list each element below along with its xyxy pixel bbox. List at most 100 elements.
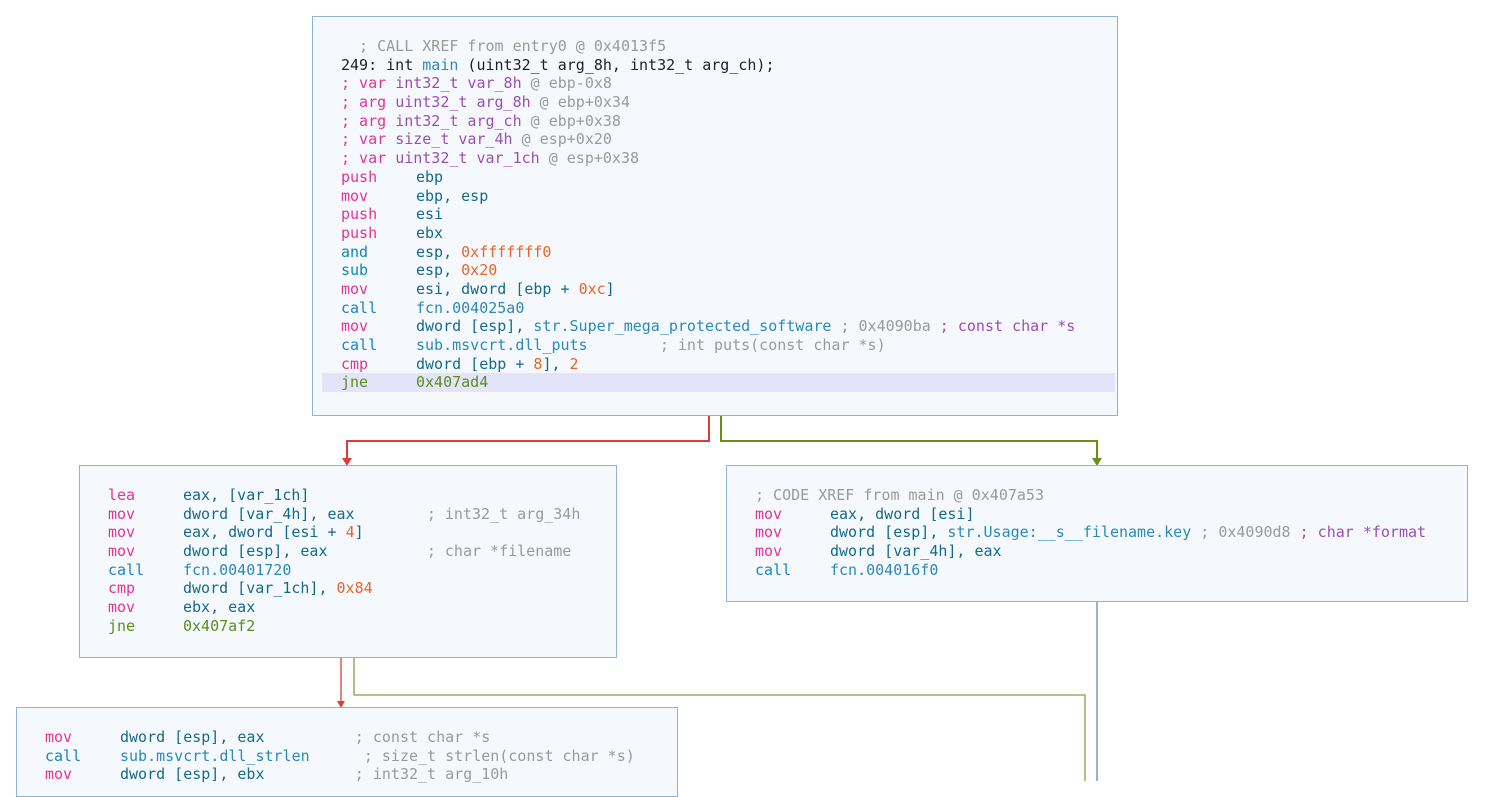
- operand: dword [ebp +: [416, 354, 534, 373]
- var-name[interactable]: var_1ch: [467, 149, 540, 168]
- instruction-line[interactable]: push ebp: [341, 168, 1107, 187]
- instruction-line[interactable]: call sub.msvcrt.dll_strlen ; size_t strle…: [45, 747, 667, 766]
- operand: dword [var_4h], eax: [830, 542, 1002, 561]
- var-location: @ ebp+0x38: [521, 111, 621, 130]
- call-target[interactable]: sub.msvcrt.dll_strlen: [120, 746, 310, 765]
- var-name[interactable]: var_8h: [458, 74, 522, 93]
- comment: ; 0x4090ba: [831, 317, 940, 336]
- cfg-edges: [337, 416, 1102, 781]
- instruction-line[interactable]: mov dword [var_4h], eax: [755, 542, 1457, 561]
- mnemonic: push: [341, 223, 378, 242]
- var-kind: ; arg: [341, 111, 396, 130]
- operand: ebx, eax: [183, 598, 256, 617]
- var-name[interactable]: arg_8h: [467, 93, 531, 112]
- mnemonic: mov: [45, 765, 73, 784]
- operand: dword [esp], eax: [120, 728, 265, 746]
- instruction-line[interactable]: mov ebx, eax: [108, 598, 606, 617]
- instruction-line[interactable]: mov dword [esp], str.Super_mega_protected…: [341, 317, 1107, 336]
- mnemonic: mov: [45, 728, 73, 746]
- operand: ebx: [416, 223, 444, 242]
- type-comment: ; char *format: [1299, 523, 1427, 542]
- string-reference[interactable]: str.Usage:__s__filename.key: [947, 523, 1192, 542]
- comment: ; int32_t arg_10h: [264, 765, 509, 784]
- jump-target[interactable]: 0x407ad4: [416, 373, 489, 392]
- comment: ; 0x4090d8: [1191, 523, 1300, 542]
- operand: esi: [416, 205, 444, 224]
- operand: dword [esp], ebx: [120, 765, 265, 784]
- mnemonic: push: [341, 167, 378, 186]
- jump-target[interactable]: 0x407af2: [183, 616, 256, 635]
- variable-declaration: ; arg int32_t arg_ch @ ebp+0x38: [341, 112, 1107, 131]
- var-type: int32_t: [395, 74, 459, 93]
- variable-declaration: ; var size_t var_4h @ esp+0x20: [341, 130, 1107, 149]
- operand: eax, dword [esi +: [183, 523, 346, 542]
- comment: ; size_t strlen(const char *s): [309, 746, 635, 765]
- call-target[interactable]: sub.msvcrt.dll_puts: [416, 336, 588, 354]
- immediate-value: 8: [533, 354, 543, 373]
- mnemonic: cmp: [341, 354, 369, 373]
- mnemonic: lea: [108, 486, 136, 504]
- immediate-value: 2: [569, 354, 579, 373]
- operand: ebp: [416, 167, 444, 186]
- mnemonic: mov: [341, 317, 369, 336]
- string-reference[interactable]: str.Super_mega_protected_software: [533, 317, 832, 336]
- operand: ],: [542, 354, 570, 373]
- operand: dword [var_4h], eax: [183, 504, 355, 523]
- mnemonic: call: [45, 746, 82, 765]
- variable-declaration: ; var uint32_t var_1ch @ esp+0x38: [341, 149, 1107, 168]
- edge-true-main-to-right: [720, 416, 1098, 458]
- immediate-value: 0x20: [461, 261, 498, 280]
- operand: ebp, esp: [416, 186, 489, 205]
- var-kind: ; var: [341, 149, 396, 168]
- instruction-line[interactable]: push ebx: [341, 224, 1107, 243]
- mnemonic: mov: [108, 542, 136, 561]
- call-target[interactable]: fcn.004016f0: [830, 560, 939, 579]
- call-target[interactable]: fcn.00401720: [183, 560, 292, 579]
- mnemonic: mov: [755, 542, 783, 561]
- instruction-line[interactable]: cmp dword [ebp + 8], 2: [341, 355, 1107, 374]
- variable-declaration: ; arg uint32_t arg_8h @ ebp+0x34: [341, 93, 1107, 112]
- var-type: size_t: [395, 130, 450, 149]
- operand: ]: [354, 523, 364, 542]
- mnemonic: mov: [341, 279, 369, 298]
- operand: dword [esp],: [416, 317, 534, 336]
- mnemonic: mov: [755, 504, 783, 523]
- var-location: @ esp+0x20: [512, 130, 612, 149]
- edge-false-arrowhead: [342, 458, 352, 466]
- basic-block-main[interactable]: ; CALL XREF from entry0 @ 0x4013f5 249: …: [312, 16, 1118, 416]
- var-kind: ; var: [341, 74, 396, 93]
- var-name[interactable]: var_4h: [449, 130, 513, 149]
- call-target[interactable]: fcn.004025a0: [416, 298, 525, 317]
- immediate-value: 0xc: [578, 279, 606, 298]
- instruction-line[interactable]: mov dword [esp], ebx ; int32_t arg_10h: [45, 765, 667, 784]
- comment: ; char *filename: [327, 542, 572, 561]
- mnemonic: mov: [108, 598, 136, 617]
- function-signature: 249: int main (uint32_t arg_8h, int32_t …: [341, 55, 775, 74]
- var-location: @ esp+0x38: [539, 149, 640, 168]
- function-name[interactable]: main: [422, 55, 459, 74]
- var-name[interactable]: arg_ch: [458, 111, 522, 130]
- var-location: @ ebp+0x34: [530, 93, 630, 112]
